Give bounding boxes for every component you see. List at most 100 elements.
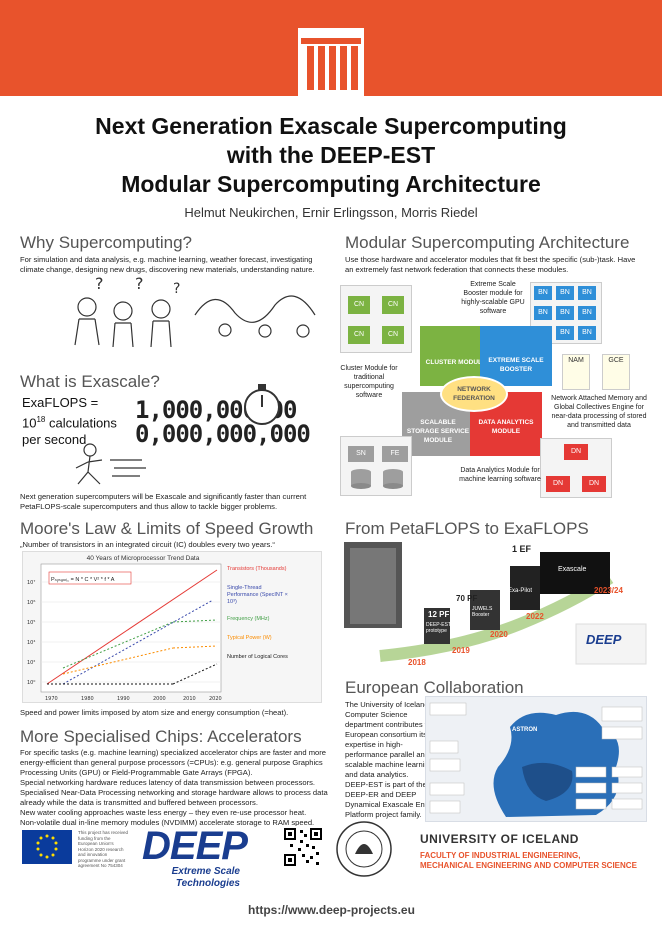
milestone-year-2023: 2023/24 [594, 586, 623, 595]
cn-node: CN [382, 296, 404, 314]
svg-text:?: ? [135, 275, 144, 293]
power-formula: Pₙᵧₙₐₘᵢ꜀ = N * C * V² * f * A [51, 577, 115, 583]
svg-text:?: ? [95, 275, 104, 293]
bn-node: BN [578, 306, 596, 320]
faculty-name: FACULTY OF INDUSTRIAL ENGINEERING, MECHA… [420, 851, 637, 870]
svg-text:2010: 2010 [183, 696, 196, 702]
cn-node: CN [348, 296, 370, 314]
specialised-text: For specific tasks (e.g. machine learnin… [20, 748, 338, 828]
cluster-description: Cluster Module for traditional supercomp… [340, 365, 398, 399]
why-text: For simulation and data analysis, e.g. m… [20, 255, 315, 274]
qr-code-icon[interactable] [282, 826, 324, 868]
specialised-p2: Special networking hardware reduces late… [20, 778, 316, 787]
svg-text:?: ? [173, 281, 180, 297]
nam-label: NAM [568, 357, 584, 364]
dam-module-label: DATA ANALYTICS MODULE [478, 419, 534, 435]
chart-title: 40 Years of Microprocessor Trend Data [86, 555, 200, 562]
university-seal-icon [336, 821, 392, 877]
poster-title: Next Generation Exascale Supercomputing … [95, 113, 567, 197]
specialised-p5: Non-volatile dual in-line memory modules… [20, 818, 315, 827]
milestone-year-2018: 2018 [408, 658, 426, 667]
specialised-p1: For specific tasks (e.g. machine learnin… [20, 748, 326, 777]
sn-node: SN [348, 446, 374, 462]
europe-partner-map: ASTRON [425, 696, 647, 822]
exascale-title: What is Exascale? [20, 372, 160, 391]
fe-node: FE [382, 446, 408, 462]
svg-text:10⁰: 10⁰ [27, 680, 35, 686]
cn-node: CN [348, 326, 370, 344]
svg-text:10⁴: 10⁴ [27, 640, 35, 646]
milestone-year-2020: 2020 [490, 630, 508, 639]
svg-text:2000: 2000 [153, 696, 166, 702]
nam-box [562, 354, 590, 390]
eu-funding-text: This project has received funding from t… [78, 830, 129, 868]
network-federation-oval [440, 376, 508, 412]
bn-node: BN [578, 286, 596, 300]
milestone-name-2023: Exascale [558, 566, 587, 573]
microprocessor-trend-chart: 40 Years of Microprocessor Trend Data 10… [22, 551, 322, 703]
legend-cores: Number of Logical Cores [227, 654, 288, 660]
msa-title: Modular Supercomputing Architecture [345, 233, 630, 252]
dn-node: DN [546, 476, 570, 492]
legend-frequency: Frequency (MHz) [227, 616, 270, 622]
svg-text:1990: 1990 [117, 696, 130, 702]
university-name: UNIVERSITY OF ICELAND [420, 832, 579, 846]
deep-roadmap-logo: DEEP [586, 632, 622, 647]
bn-node: BN [534, 306, 552, 320]
cn-node: CN [382, 326, 404, 344]
scientists-illustration: ? ? ? [74, 275, 316, 348]
deep-logo: DEEP [142, 824, 248, 868]
euro-p2: DEEP-EST is part of the DEEP-ER and DEEP… [345, 780, 434, 819]
bn-node: BN [556, 326, 574, 340]
svg-text:1980: 1980 [81, 696, 94, 702]
euro-p1: The University of Iceland's Computer Sci… [345, 700, 444, 779]
project-url-link[interactable]: https://www.deep-projects.eu [248, 903, 415, 917]
svg-text:2020: 2020 [209, 696, 222, 702]
dn-node: DN [582, 476, 606, 492]
moore-caption: Speed and power limits imposed by atom s… [20, 708, 289, 717]
exascale-text: Next generation supercomputers will be E… [20, 492, 307, 511]
svg-text:1970: 1970 [45, 696, 58, 702]
milestone-name-2022: Exa-Pilot [508, 588, 533, 594]
authors: Helmut Neukirchen, Ernir Erlingsson, Mor… [184, 205, 478, 220]
stopwatch-icon [244, 384, 280, 425]
specialised-title: More Specialised Chips: Accelerators [20, 727, 302, 746]
gce-label: GCE [608, 357, 624, 364]
peta-title: From PetaFLOPS to ExaFLOPS [345, 519, 589, 538]
bn-node: BN [556, 286, 574, 300]
storage-disks-icon [351, 469, 403, 489]
booster-module-label: EXTREME SCALE BOOSTER [488, 357, 544, 373]
euro-text: The University of Iceland's Computer Sci… [345, 700, 445, 820]
network-federation-label: NETWORK FEDERATION [453, 386, 495, 402]
university-logo-icon [298, 28, 364, 96]
msa-diagram: CN CN CN CN BN BN BN BN BN BN BN BN BN E… [340, 280, 652, 512]
moore-quote: „Number of transistors in an integrated … [20, 540, 275, 549]
gce-box [602, 354, 630, 390]
milestone-perf-2023: 1 EF [512, 544, 532, 554]
bn-node: BN [556, 306, 574, 320]
bn-node: BN [534, 286, 552, 300]
astron-label: ASTRON [512, 727, 538, 733]
legend-single-thread: Single-Thread Performance (SpecINT × 10³… [227, 585, 288, 605]
runner-illustration [75, 443, 146, 485]
svg-text:10⁷: 10⁷ [27, 580, 35, 586]
storage-module-label: SCALABLE STORAGE SERVICE MODULE [406, 419, 470, 444]
milestone-year-2022: 2022 [526, 612, 544, 621]
specialised-p4: New water cooling approaches waste less … [20, 808, 307, 817]
svg-text:10²: 10² [27, 660, 35, 666]
milestone-perf-2018: 12 PF [428, 610, 450, 619]
booster-module-block [480, 326, 552, 386]
msa-text: Use those hardware and accelerator modul… [345, 255, 636, 274]
eu-flag [22, 830, 72, 864]
milestone-year-2019: 2019 [452, 646, 470, 655]
milestone-name-2018: DEEP-EST prototype [426, 622, 451, 634]
svg-text:10⁶: 10⁶ [27, 600, 35, 606]
milestone-name-2020: JUWELS Booster [472, 606, 493, 618]
legend-power: Typical Power (W) [227, 635, 272, 641]
dam-description: Data Analytics Module for machine learni… [459, 467, 541, 483]
exaflops-roadmap: 12 PF DEEP-EST prototype 2018 2019 70 PF… [340, 538, 652, 668]
moore-title: Moore's Law & Limits of Speed Growth [20, 519, 314, 538]
specialised-p3: Specialised Near-Data Processing network… [20, 788, 328, 807]
bn-node: BN [578, 326, 596, 340]
booster-description: Extreme Scale Booster module for highly-… [461, 281, 525, 315]
